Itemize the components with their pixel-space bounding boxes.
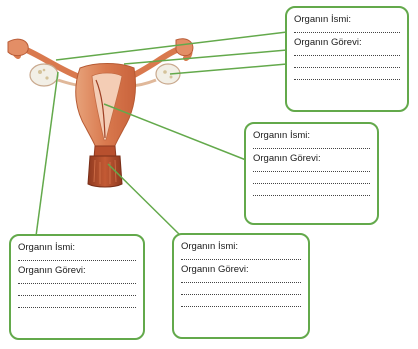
organ-function-blank-3[interactable] bbox=[18, 300, 136, 308]
organ-function-blank-2[interactable] bbox=[18, 288, 136, 296]
organ-function-blank-1[interactable] bbox=[181, 275, 301, 283]
organ-name-label: Organın İsmi: bbox=[294, 14, 400, 25]
label-box-2[interactable]: Organın İsmi: Organın Görevi: bbox=[244, 122, 379, 225]
organ-function-blank-2[interactable] bbox=[253, 176, 370, 184]
organ-name-blank[interactable] bbox=[294, 25, 400, 33]
organ-name-blank[interactable] bbox=[253, 141, 370, 149]
label-box-4[interactable]: Organın İsmi: Organın Görevi: bbox=[172, 233, 310, 339]
organ-function-blank-3[interactable] bbox=[253, 188, 370, 196]
organ-function-blank-2[interactable] bbox=[181, 287, 301, 295]
organ-function-blank-3[interactable] bbox=[181, 299, 301, 307]
organ-name-label: Organın İsmi: bbox=[181, 241, 301, 252]
organ-function-blank-1[interactable] bbox=[253, 164, 370, 172]
organ-function-blank-1[interactable] bbox=[294, 48, 400, 56]
left-fimbriae bbox=[8, 39, 28, 55]
organ-function-label: Organın Görevi: bbox=[294, 37, 400, 48]
left-ovary bbox=[30, 64, 58, 86]
organ-name-label: Organın İsmi: bbox=[253, 130, 370, 141]
label-box-1[interactable]: Organın İsmi: Organın Görevi: bbox=[285, 6, 409, 112]
organ-function-label: Organın Görevi: bbox=[181, 264, 301, 275]
organ-function-blank-2[interactable] bbox=[294, 60, 400, 68]
organ-function-label: Organın Görevi: bbox=[18, 265, 136, 276]
label-box-3[interactable]: Organın İsmi: Organın Görevi: bbox=[9, 234, 145, 340]
organ-name-blank[interactable] bbox=[181, 252, 301, 260]
organ-name-blank[interactable] bbox=[18, 253, 136, 261]
right-fimbriae bbox=[176, 39, 193, 56]
organ-function-label: Organın Görevi: bbox=[253, 153, 370, 164]
organ-function-blank-1[interactable] bbox=[18, 276, 136, 284]
organ-function-blank-3[interactable] bbox=[294, 72, 400, 80]
organ-name-label: Organın İsmi: bbox=[18, 242, 136, 253]
vagina bbox=[88, 156, 122, 187]
